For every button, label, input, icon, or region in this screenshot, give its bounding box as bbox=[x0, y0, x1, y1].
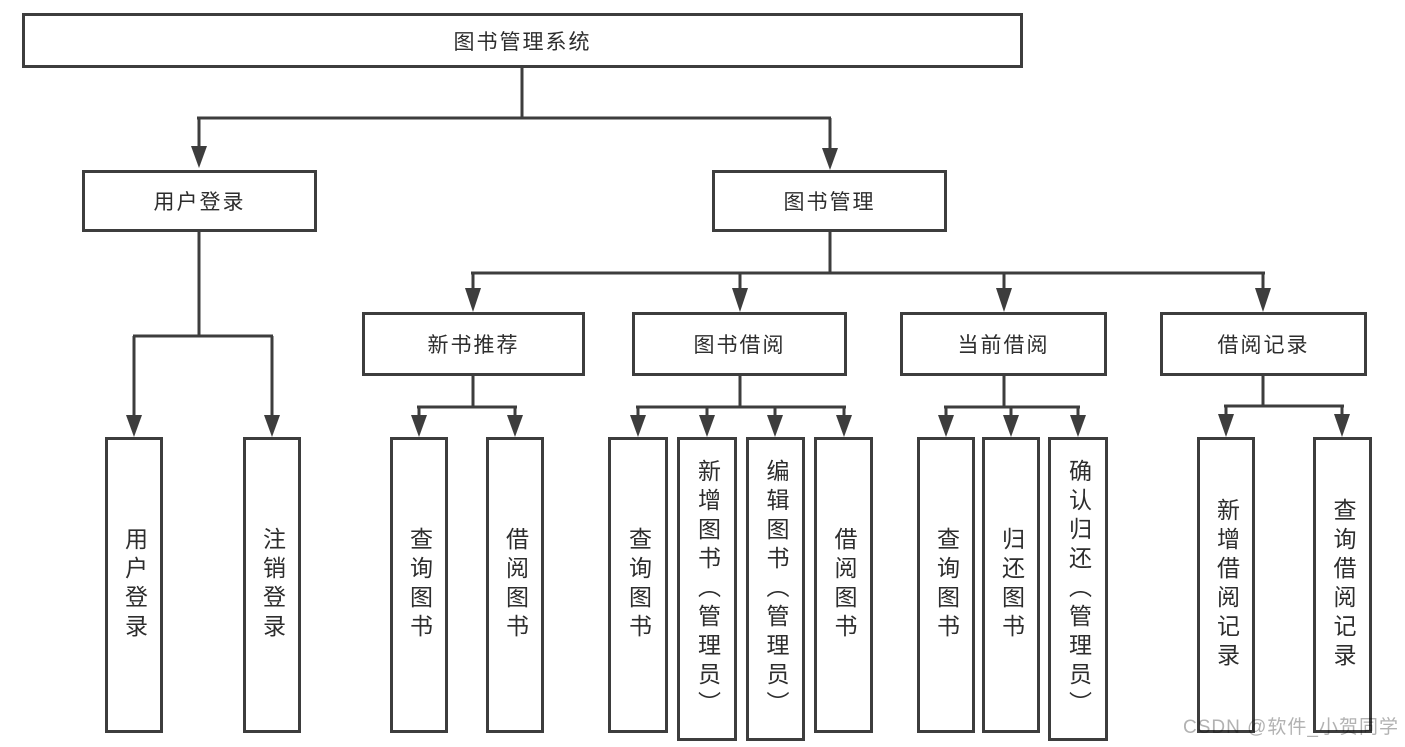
leaf-add-book-admin-label: 新增图书（管理员） bbox=[694, 458, 721, 720]
leaf-edit-book-admin-label: 编辑图书（管理员） bbox=[763, 458, 789, 720]
leaf-borrow-books-borrowing: 借阅图书 bbox=[814, 437, 873, 733]
leaf-query-books-current: 查询图书 bbox=[917, 437, 975, 733]
node-user-login-label: 用户登录 bbox=[153, 191, 246, 214]
node-book-management-label: 图书管理 bbox=[783, 191, 876, 214]
leaf-query-books-current-label: 查询图书 bbox=[933, 527, 960, 643]
leaf-edit-book-admin: 编辑图书（管理员） bbox=[746, 437, 805, 741]
leaf-query-books-recommend: 查询图书 bbox=[390, 437, 448, 733]
leaf-query-books-borrowing: 查询图书 bbox=[608, 437, 668, 733]
leaf-user-login-label: 用户登录 bbox=[121, 527, 148, 643]
leaf-add-book-admin: 新增图书（管理员） bbox=[677, 437, 737, 741]
leaf-user-login: 用户登录 bbox=[105, 437, 163, 733]
leaf-borrow-books-recommend-label: 借阅图书 bbox=[502, 527, 529, 643]
node-borrowing-records-label: 借阅记录 bbox=[1217, 334, 1310, 357]
node-current-borrowing-label: 当前借阅 bbox=[957, 334, 1050, 357]
leaf-add-borrow-record-label: 新增借阅记录 bbox=[1213, 498, 1240, 672]
csdn-watermark: CSDN @软件_小贺同学 bbox=[1183, 717, 1399, 738]
leaf-return-book: 归还图书 bbox=[982, 437, 1040, 733]
leaf-borrow-books-recommend: 借阅图书 bbox=[486, 437, 544, 733]
leaf-logout-label: 注销登录 bbox=[259, 527, 286, 643]
node-user-login: 用户登录 bbox=[82, 170, 317, 232]
node-book-management: 图书管理 bbox=[712, 170, 947, 232]
leaf-borrow-books-borrowing-label: 借阅图书 bbox=[831, 527, 857, 643]
leaf-query-books-recommend-label: 查询图书 bbox=[406, 527, 433, 643]
node-current-borrowing: 当前借阅 bbox=[900, 312, 1107, 376]
node-new-book-recommend: 新书推荐 bbox=[362, 312, 585, 376]
leaf-confirm-return-admin: 确认归还（管理员） bbox=[1048, 437, 1108, 741]
leaf-confirm-return-admin-label: 确认归还（管理员） bbox=[1065, 458, 1092, 720]
leaf-query-books-borrowing-label: 查询图书 bbox=[625, 527, 652, 643]
node-library-system-label: 图书管理系统 bbox=[453, 30, 592, 54]
leaf-query-borrow-record: 查询借阅记录 bbox=[1313, 437, 1372, 733]
node-new-book-recommend-label: 新书推荐 bbox=[427, 334, 520, 357]
leaf-return-book-label: 归还图书 bbox=[998, 527, 1025, 643]
node-book-borrowing: 图书借阅 bbox=[632, 312, 847, 376]
node-library-system: 图书管理系统 bbox=[22, 13, 1023, 68]
node-book-borrowing-label: 图书借阅 bbox=[693, 334, 786, 357]
node-borrowing-records: 借阅记录 bbox=[1160, 312, 1367, 376]
leaf-add-borrow-record: 新增借阅记录 bbox=[1197, 437, 1255, 733]
leaf-query-borrow-record-label: 查询借阅记录 bbox=[1330, 498, 1356, 672]
leaf-logout: 注销登录 bbox=[243, 437, 301, 733]
